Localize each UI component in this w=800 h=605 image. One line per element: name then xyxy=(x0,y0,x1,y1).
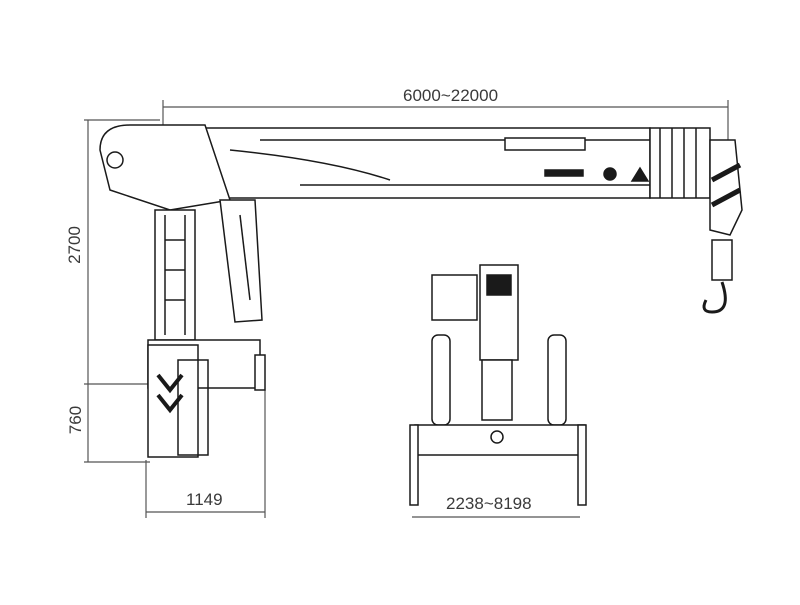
total-height-label: 2700 xyxy=(64,226,84,264)
outrigger-span-label: 2238~8198 xyxy=(446,494,532,513)
side-view xyxy=(99,124,743,458)
dimension-lines xyxy=(84,100,729,518)
rear-view xyxy=(409,264,587,506)
boom-reach-label: 6000~22000 xyxy=(403,86,499,105)
base-width-label: 1149 xyxy=(186,490,223,509)
base-height-label: 760 xyxy=(66,405,86,435)
